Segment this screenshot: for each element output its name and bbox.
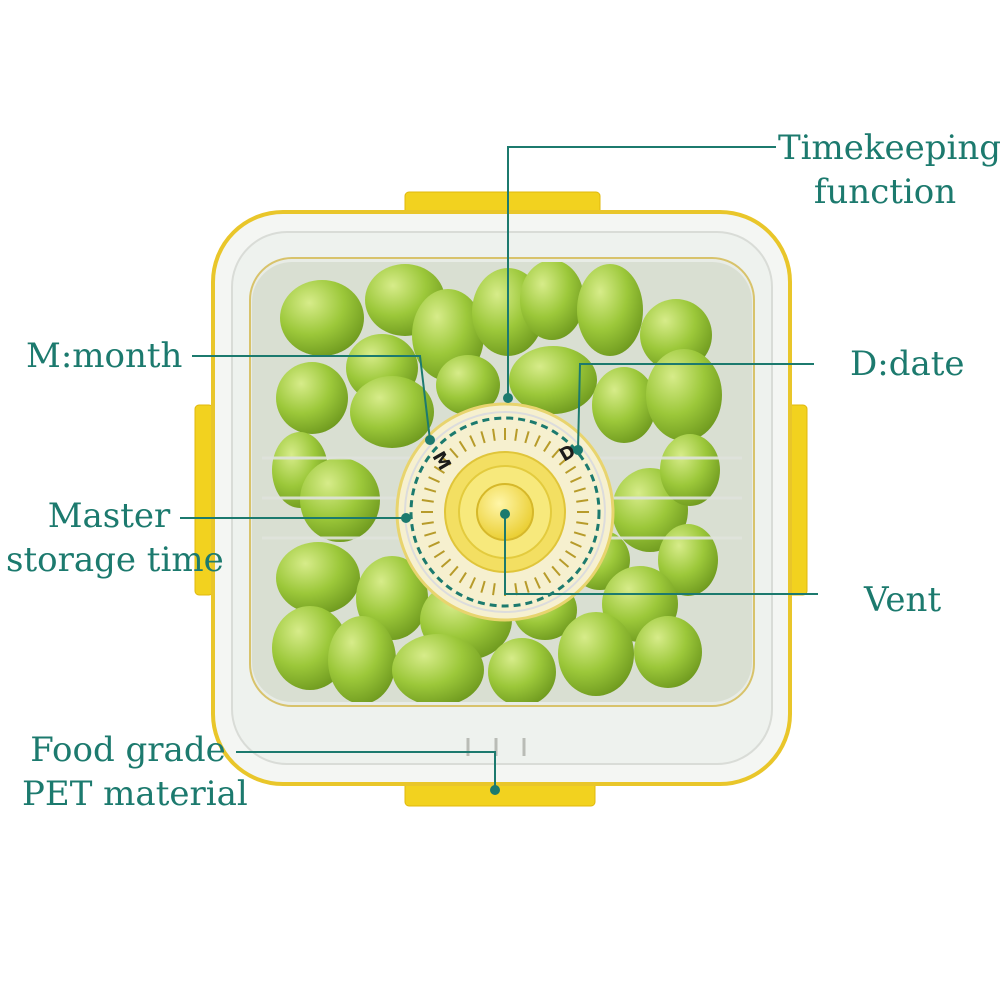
dial-number-ticks <box>421 428 589 596</box>
dial-tick <box>576 521 589 525</box>
callout-dots <box>401 393 583 795</box>
callout-month: M:month <box>26 336 183 376</box>
dial-tick <box>458 440 467 452</box>
dial-tick <box>534 435 541 447</box>
dial-tick <box>480 431 486 444</box>
dial-tick <box>428 541 440 548</box>
dial-tick <box>576 499 589 503</box>
callout-material: Food grade PET material <box>22 730 248 814</box>
dial-tick <box>458 572 467 584</box>
dial-tick <box>551 447 561 459</box>
dial-tick <box>551 565 561 577</box>
dial-tick <box>492 428 496 441</box>
dial-tick <box>565 465 577 474</box>
dial-tick <box>570 476 582 483</box>
callout-master-storage-time: Master storage time <box>6 496 224 580</box>
dial-tick <box>449 565 459 577</box>
callout-date: D:date <box>850 344 965 384</box>
dial-tick <box>469 435 476 447</box>
dial-tick <box>424 531 437 537</box>
dial-tick <box>492 583 496 596</box>
dial-tick <box>421 499 434 503</box>
dial-tick <box>558 456 570 466</box>
dial-tick <box>558 558 570 568</box>
dial-tick <box>480 580 486 593</box>
dial-tick <box>524 431 530 444</box>
dial-tick <box>421 521 434 525</box>
dial-tick <box>433 465 445 474</box>
dial-tick <box>543 440 552 452</box>
dial-tick <box>424 487 437 493</box>
callout-lines <box>180 146 818 790</box>
callout-vent: Vent <box>864 580 942 620</box>
dial-tick <box>440 456 452 466</box>
dial-tick <box>449 447 459 459</box>
dial-tick <box>543 572 552 584</box>
dial-tick <box>469 577 476 589</box>
dial-tick <box>570 541 582 548</box>
dial-tick <box>565 550 577 559</box>
callout-timekeeping: Timekeeping function <box>778 128 1000 212</box>
dial-tick <box>433 550 445 559</box>
dial-tick <box>440 558 452 568</box>
dial-tick <box>534 577 541 589</box>
dial-tick <box>573 531 586 537</box>
dial-tick <box>514 428 518 441</box>
dial-tick <box>428 476 440 483</box>
dial-tick <box>573 487 586 493</box>
dial-tick <box>524 580 530 593</box>
fruit-group <box>252 262 752 702</box>
